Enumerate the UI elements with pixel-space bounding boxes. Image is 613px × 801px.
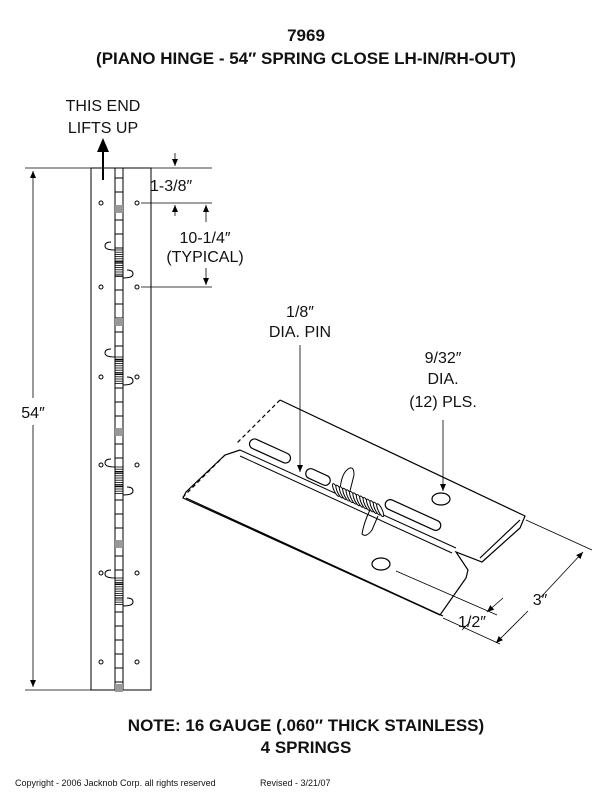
- spring-tang: [122, 376, 134, 386]
- hole-spacing-dimension: [141, 153, 212, 288]
- knuckle-shade: [115, 428, 123, 436]
- hinge-strip-front-view: [90, 167, 152, 692]
- mounting-hole: [98, 570, 104, 576]
- lift-label-line2: LIFTS UP: [68, 120, 138, 137]
- pin-size-label: 1/8″: [286, 304, 314, 321]
- spring-tang: [122, 269, 134, 279]
- mounting-hole: [134, 570, 140, 576]
- spring-coil: [376, 503, 385, 518]
- length-label: 54″: [21, 405, 45, 422]
- mounting-hole: [134, 462, 140, 468]
- spring-tang: [122, 486, 134, 496]
- width-label: 3″: [533, 592, 548, 609]
- pin-label: DIA. PIN: [269, 324, 331, 341]
- spring-tang: [104, 241, 116, 251]
- revised-date: Revised - 3/21/07: [260, 778, 331, 788]
- length-dimension: [25, 167, 91, 691]
- knuckle-shade: [115, 205, 123, 213]
- width-dimension: [395, 519, 593, 645]
- lift-arrow-icon: [97, 138, 109, 180]
- knuckle-shade: [115, 318, 123, 326]
- end-offset-label: 1-3/8″: [150, 178, 192, 195]
- spacing-label: 10-1/4″: [179, 230, 230, 247]
- copyright: Copyright - 2006 Jacknob Corp. all right…: [15, 778, 216, 788]
- mounting-hole: [134, 284, 140, 290]
- hinge-detail-isometric: [182, 399, 526, 617]
- spring-tang: [122, 597, 134, 607]
- hole-size-label: 9/32″: [425, 350, 462, 367]
- knuckle-shade: [115, 684, 123, 692]
- mounting-hole: [98, 462, 104, 468]
- part-number: 7969: [287, 26, 325, 45]
- mounting-hole: [134, 374, 140, 380]
- spring-tang: [104, 348, 116, 358]
- mounting-hole: [134, 200, 140, 206]
- spring-tang: [104, 458, 116, 468]
- mounting-hole: [98, 659, 104, 665]
- knuckle-shade: [115, 540, 123, 548]
- hole-count-label: (12) PLS.: [409, 394, 477, 411]
- mounting-hole: [98, 200, 104, 206]
- mounting-hole: [134, 659, 140, 665]
- hole-edge-label: 1/2″: [458, 614, 486, 631]
- part-description: (PIANO HINGE - 54″ SPRING CLOSE LH-IN/RH…: [96, 49, 516, 68]
- spacing-note: (TYPICAL): [166, 249, 243, 266]
- spring-tang: [104, 569, 116, 579]
- lift-label-line1: THIS END: [66, 98, 141, 115]
- mounting-hole: [98, 284, 104, 290]
- mounting-hole: [98, 374, 104, 380]
- hole-label: DIA.: [427, 371, 458, 388]
- note-springs: 4 SPRINGS: [261, 738, 352, 757]
- note-gauge: NOTE: 16 GAUGE (.060″ THICK STAINLESS): [128, 716, 484, 735]
